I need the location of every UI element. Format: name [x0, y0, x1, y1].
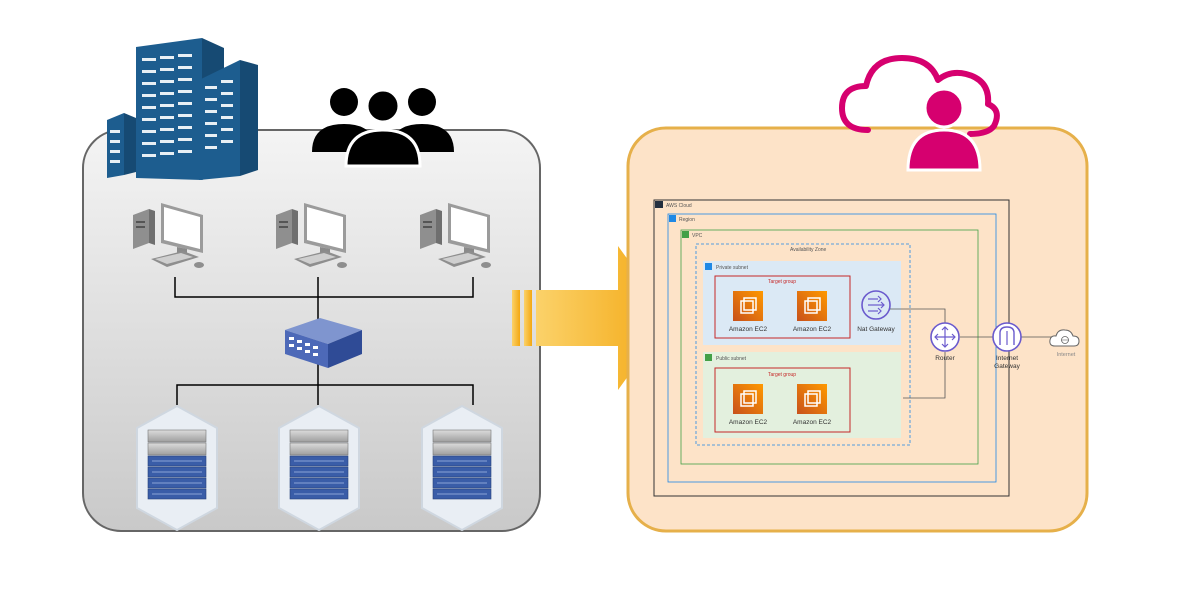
region-label: Region: [679, 217, 695, 223]
igw-label-line2: Gateway: [994, 363, 1020, 370]
users-icon: [312, 88, 454, 168]
switch-icon: [285, 318, 362, 368]
availability-zone: [695, 243, 911, 446]
ec2-1-label: Amazon EC2: [729, 326, 768, 333]
target-group-2: [714, 367, 851, 433]
nat-gateway-label: Nat Gateway: [857, 326, 895, 333]
private-subnet-label: Private subnet: [716, 265, 749, 271]
cloud-section: AWS Cloud Region VPC Availability Zone P…: [626, 55, 1089, 533]
server-rack-icon: [278, 405, 360, 531]
server-rack-icon: [136, 405, 218, 531]
network-lines: [174, 277, 474, 405]
building-icon: [107, 38, 258, 180]
router-label: Router: [935, 355, 955, 362]
ec2-icon: [732, 383, 764, 415]
igw-label-line1: Internet: [996, 355, 1018, 362]
cloud-user-icon: [839, 55, 1000, 172]
router-icon: [930, 322, 960, 352]
cloud-connections: [890, 308, 1052, 399]
region-group: [667, 213, 997, 483]
internet-gateway-icon: [992, 322, 1022, 352]
aws-cloud-label: AWS Cloud: [666, 203, 692, 209]
internet-label: Internet: [1057, 352, 1076, 358]
nat-gateway-icon: [861, 290, 891, 320]
vpc-group: [680, 229, 979, 465]
ec2-3-label: Amazon EC2: [729, 419, 768, 426]
target-group-1: [714, 275, 851, 339]
target-group-1-label: Target group: [768, 279, 796, 285]
internet-icon: [1049, 329, 1080, 347]
ec2-icon: [732, 290, 764, 322]
vpc-label: VPC: [692, 233, 703, 239]
ec2-icon: [796, 290, 828, 322]
ec2-icon: [796, 383, 828, 415]
ec2-4-label: Amazon EC2: [793, 419, 832, 426]
onprem-section: [82, 38, 541, 532]
ec2-2-label: Amazon EC2: [793, 326, 832, 333]
public-subnet-label: Public subnet: [716, 356, 747, 362]
server-rack-icon: [421, 405, 503, 531]
az-label: Availability Zone: [790, 247, 827, 253]
target-group-2-label: Target group: [768, 372, 796, 378]
